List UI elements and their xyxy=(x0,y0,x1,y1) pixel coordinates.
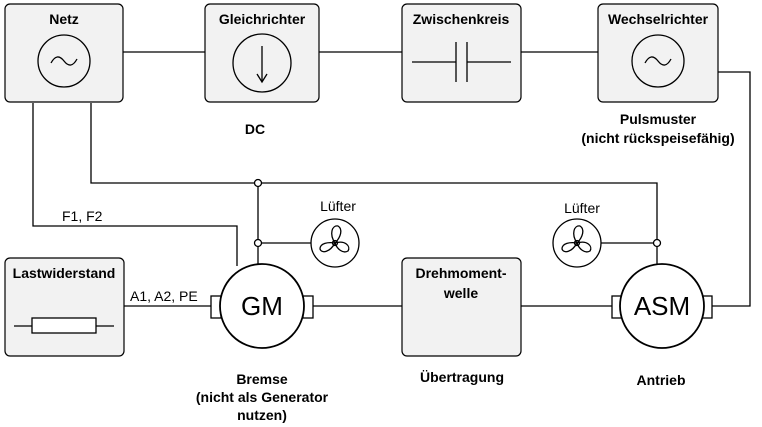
bremse-note-line2: nutzen) xyxy=(237,407,287,423)
fan-left xyxy=(310,218,360,268)
resistor-icon xyxy=(14,317,114,334)
block-zwischenkreis: Zwischenkreis xyxy=(401,3,522,103)
junction-dots xyxy=(253,178,662,248)
machine-asm: ASM xyxy=(611,263,713,349)
block-gleichrichter: Gleichrichter xyxy=(204,3,320,103)
bremse-note-line1: (nicht als Generator xyxy=(196,389,329,405)
luefter-left-label: Lüfter xyxy=(320,198,356,214)
block-wechselrichter: Wechselrichter xyxy=(597,3,719,103)
block-lastwiderstand: Lastwiderstand xyxy=(4,257,125,357)
junction-dot xyxy=(652,238,662,248)
asm-label: ASM xyxy=(634,291,690,321)
junction-dot xyxy=(253,238,263,248)
uebertragung-label: Übertragung xyxy=(420,369,504,385)
drehmomentwelle-label-line1: Drehmoment- xyxy=(415,265,506,281)
block-netz-label: Netz xyxy=(49,11,79,27)
block-wechselrichter-label: Wechselrichter xyxy=(608,11,709,27)
dc-label: DC xyxy=(245,121,265,137)
luefter-right-label: Lüfter xyxy=(564,200,600,216)
block-netz: Netz xyxy=(4,3,124,103)
drehmomentwelle-label-line2: welle xyxy=(443,285,478,301)
fan-icon xyxy=(310,218,360,268)
fan-right xyxy=(552,218,602,268)
gm-label: GM xyxy=(241,291,283,321)
sine-icon xyxy=(631,34,685,88)
block-gleichrichter-label: Gleichrichter xyxy=(219,11,306,27)
capacitor-icon xyxy=(412,42,511,82)
a1-a2-pe-label: A1, A2, PE xyxy=(130,288,198,304)
block-zwischenkreis-label: Zwischenkreis xyxy=(413,11,510,27)
wiring xyxy=(32,51,751,307)
f1-f2-label: F1, F2 xyxy=(62,208,103,224)
block-lastwiderstand-label: Lastwiderstand xyxy=(13,265,116,281)
sine-icon xyxy=(37,34,91,88)
diode-arrow-icon xyxy=(232,33,292,93)
junction-dot xyxy=(253,178,263,188)
pulsmuster-label: Pulsmuster xyxy=(620,111,697,127)
antrieb-label: Antrieb xyxy=(637,372,686,388)
block-drehmomentwelle: Drehmoment- welle xyxy=(401,257,522,357)
bremse-label: Bremse xyxy=(236,371,288,387)
pulsmuster-note: (nicht rückspeisefähig) xyxy=(581,130,734,146)
machine-gm: GM xyxy=(210,263,314,349)
fan-icon xyxy=(552,218,602,268)
